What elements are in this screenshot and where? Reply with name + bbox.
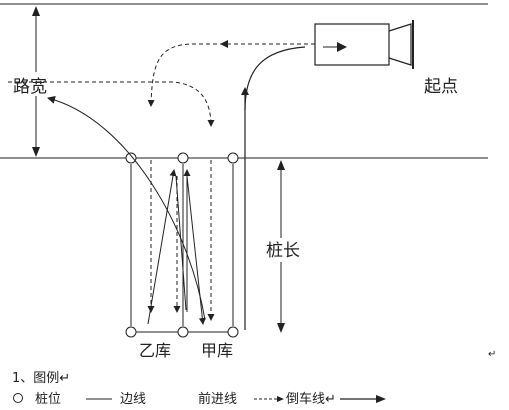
reverse-path-arrowhead-start	[220, 40, 228, 48]
start-label: 起点	[424, 77, 458, 97]
legend-item-reverse: 倒车线↵	[286, 391, 336, 407]
pile-circle	[227, 326, 239, 338]
garage-b-label: 乙库	[139, 341, 171, 360]
return-mark: ↵	[488, 349, 496, 360]
reverse-path-upper	[147, 43, 315, 107]
garage-a-label: 甲库	[201, 341, 233, 360]
legend-item-edge: 边线	[120, 392, 146, 407]
forward-path-diagonal-2	[175, 175, 187, 311]
legend-item-forward: 前进线	[198, 391, 237, 407]
pile-length-label: 桩长	[266, 241, 300, 261]
pile-circle	[177, 326, 189, 338]
pile-length-arrowhead-top	[277, 160, 285, 170]
forward-path-turn	[244, 46, 306, 111]
pile-circle	[125, 152, 137, 164]
pile-circle	[227, 152, 239, 164]
legend-solid-arrowhead	[376, 395, 386, 403]
reverse-path-lower	[8, 81, 215, 127]
road-width-label: 路宽	[13, 77, 47, 97]
forward-path-exit	[47, 95, 206, 321]
road-width-arrowhead-top	[32, 6, 40, 16]
legend-item-pile: 桩位	[35, 392, 61, 407]
car-icon	[314, 20, 414, 69]
pile-length-arrowhead-bottom	[277, 323, 285, 333]
legend-heading: 1、图例↵	[12, 371, 70, 386]
legend-circle-icon	[13, 393, 23, 403]
pile-circle	[125, 326, 137, 338]
legend-dashed-arrowhead	[277, 396, 284, 402]
forward-path-diagonal-1	[147, 169, 177, 325]
road-width-arrowhead-bottom	[32, 147, 40, 157]
pile-circle	[177, 152, 189, 164]
forward-path-to-a	[186, 175, 206, 325]
